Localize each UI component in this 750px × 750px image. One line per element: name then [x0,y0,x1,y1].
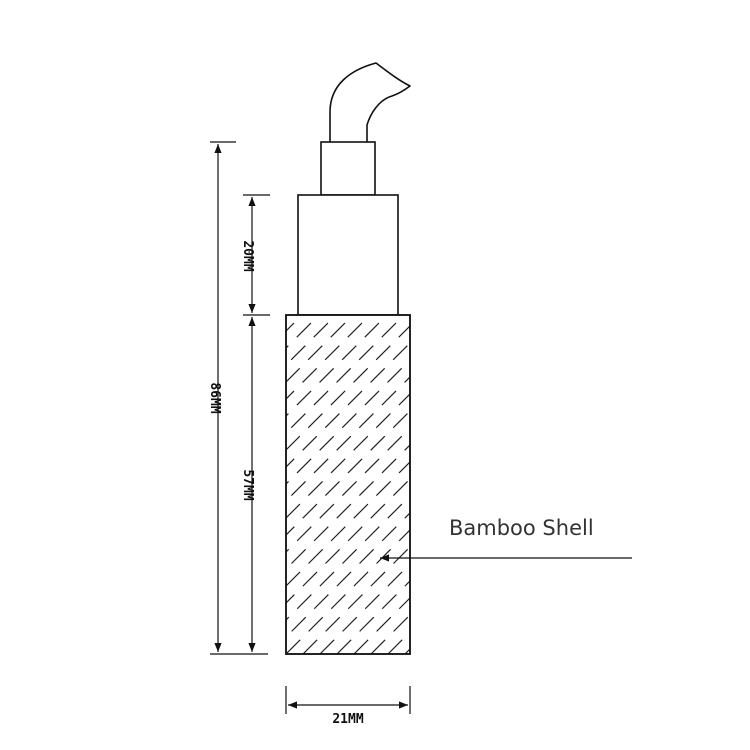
hatch-line [286,376,410,502]
hatch-line [286,461,410,587]
total-height-label: 86MM [207,382,222,413]
hatch-line [286,315,320,349]
hatch-line [286,315,405,434]
body-height-label: 57MM [240,469,255,500]
hatch-line [404,648,410,654]
cap-height-dimension: 20MM [240,194,270,316]
total-height-dimension: 86MM [207,141,268,655]
bamboo-shell-label: Bamboo Shell [449,516,594,540]
pump-collar [297,194,399,316]
hatch-line [286,427,410,553]
hatch-line [286,325,410,451]
width-label: 21MM [332,712,363,727]
hatch-line [439,315,750,654]
hatch-line [286,410,410,536]
hatch-line [286,478,410,604]
pump-nozzle-spout [329,62,411,142]
hatch-line [286,342,410,468]
hatch-line [286,512,410,638]
hatch-line [286,315,354,383]
hatch-line [286,393,410,519]
bamboo-hatch-pattern [286,315,750,654]
hatch-line [286,529,410,654]
pump-actuator [320,141,376,196]
hatch-line [286,315,371,400]
hatch-line [286,359,410,485]
hatch-line [422,315,750,654]
hatch-line [302,546,410,654]
body-height-dimension: 57MM [240,317,256,652]
hatch-line [370,614,410,654]
cap-height-label: 20MM [240,240,255,271]
hatch-line [319,563,410,654]
bamboo-shell-callout: Bamboo Shell [380,516,632,562]
hatch-line [336,580,410,654]
width-dimension: 21MM [285,686,411,727]
hatch-line [286,444,410,570]
hatch-line [286,495,410,621]
hatch-line [387,631,410,654]
hatch-line [286,315,388,417]
hatch-line [286,315,303,332]
bamboo-shell-body [285,314,750,655]
